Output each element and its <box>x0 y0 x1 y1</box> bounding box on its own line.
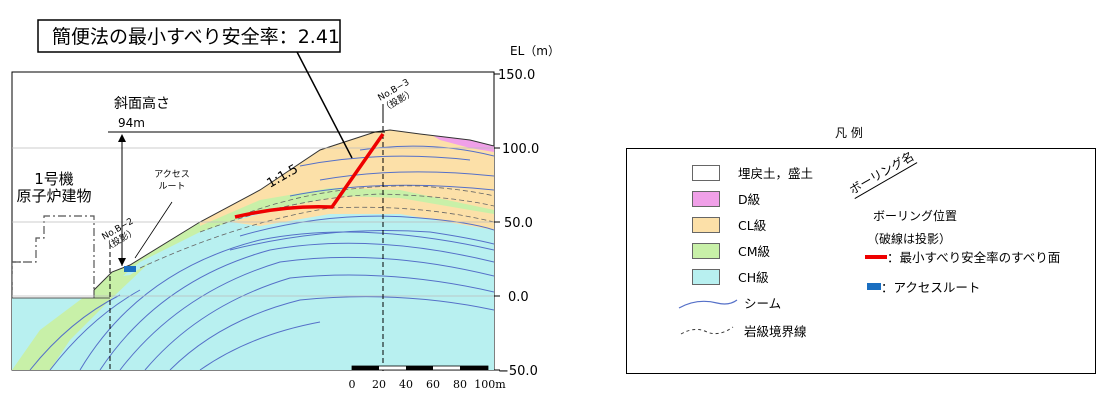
reactor-building-outline <box>12 215 95 298</box>
legend-item-cm: CM級 <box>692 241 770 260</box>
swatch-ch <box>692 268 720 285</box>
axis-ticks <box>494 73 500 371</box>
cm-zone-lower <box>12 262 150 370</box>
access-label-1: アクセス <box>154 169 190 180</box>
seams <box>29 145 494 370</box>
legend: 埋戻土，盛土 D級 CL級 CM級 CH級 シーム 岩級境界線 ボーリング名 ボ… <box>626 147 1096 374</box>
scale-60: 60 <box>426 378 440 391</box>
callout-value: 2.41 <box>298 26 340 48</box>
legend-label-fill: 埋戻土，盛土 <box>738 166 814 181</box>
access-label-2: ルート <box>158 182 185 192</box>
geological-cross-section: 斜面高さ 94m 1号機 原子炉建物 アクセス ルート 1:1.5 No.B−2… <box>11 19 560 391</box>
legend-label-boundary: 岩級境界線 <box>744 324 807 339</box>
tick-50: 50.0 <box>504 216 533 231</box>
callout-leader <box>295 49 353 159</box>
legend-label-slip: ：最小すべり安全率のすべり面 <box>887 250 1061 265</box>
legend-item-slip: ：最小すべり安全率のすべり面 <box>865 247 1060 266</box>
dim-arrow-down <box>118 258 126 266</box>
rock-class-boundaries <box>139 185 494 269</box>
legend-item-boundary: 岩級境界線 <box>677 321 807 340</box>
access-route-marker <box>124 266 136 272</box>
slip-line-icon <box>865 254 887 259</box>
access-route-icon <box>867 283 881 290</box>
legend-heading-text: 凡 例 <box>835 126 863 140</box>
cl-band <box>230 196 494 230</box>
swatch-cl <box>692 216 720 233</box>
scale-40: 40 <box>399 378 413 391</box>
tick-0: 0.0 <box>508 290 529 305</box>
scale-100: 100m <box>474 378 506 391</box>
legend-label-seam: シーム <box>744 296 782 311</box>
legend-item-d: D級 <box>692 189 760 208</box>
legend-item-ch: CH級 <box>692 267 769 286</box>
tick-100: 100.0 <box>502 142 539 157</box>
scale-0: 0 <box>349 378 356 391</box>
boundary-line-icon <box>680 326 734 334</box>
tick-150: 150.0 <box>498 68 535 83</box>
safety-factor-callout <box>37 19 341 53</box>
legend-boring-note: （破線は投影） <box>867 232 952 246</box>
legend-boring-name: ボーリング名 <box>846 147 918 199</box>
swatch-cm <box>692 242 720 259</box>
scale-20: 20 <box>372 378 386 391</box>
legend-item-access: ：アクセスルート <box>867 277 980 296</box>
scale-bar <box>351 365 489 371</box>
legend-label-ch: CH級 <box>738 270 769 285</box>
legend-item-cl: CL級 <box>692 215 766 234</box>
access-leader <box>134 201 173 259</box>
legend-label-cm: CM級 <box>738 244 771 259</box>
legend-boring-position: ボーリング位置 <box>873 209 958 223</box>
scale-labels: 0 20 40 60 80 100m <box>349 378 507 391</box>
legend-label-d: D級 <box>738 192 761 207</box>
building-label-1: 1号機 <box>34 170 74 188</box>
legend-item-seam: シーム <box>677 293 781 312</box>
callout-label: 簡便法の最小すべり安全率：2.41 <box>52 26 340 48</box>
scale-80: 80 <box>453 378 467 391</box>
slope-height-label: 斜面高さ <box>114 95 170 112</box>
ground-surface <box>93 129 494 298</box>
legend-label-cl: CL級 <box>738 218 767 233</box>
slope-height-value: 94m <box>118 116 145 130</box>
swatch-d <box>692 190 720 207</box>
axis-title: EL（m） <box>510 44 560 58</box>
legend-label-access: ：アクセスルート <box>881 280 981 295</box>
seam-line-icon <box>678 299 738 309</box>
legend-item-fill: 埋戻土，盛土 <box>692 163 813 182</box>
swatch-fill <box>692 164 720 181</box>
dim-arrow-up <box>118 134 126 142</box>
min-slip-surface <box>234 132 385 219</box>
building-label-2: 原子炉建物 <box>16 187 91 205</box>
tick-minus50: −50.0 <box>498 364 538 379</box>
